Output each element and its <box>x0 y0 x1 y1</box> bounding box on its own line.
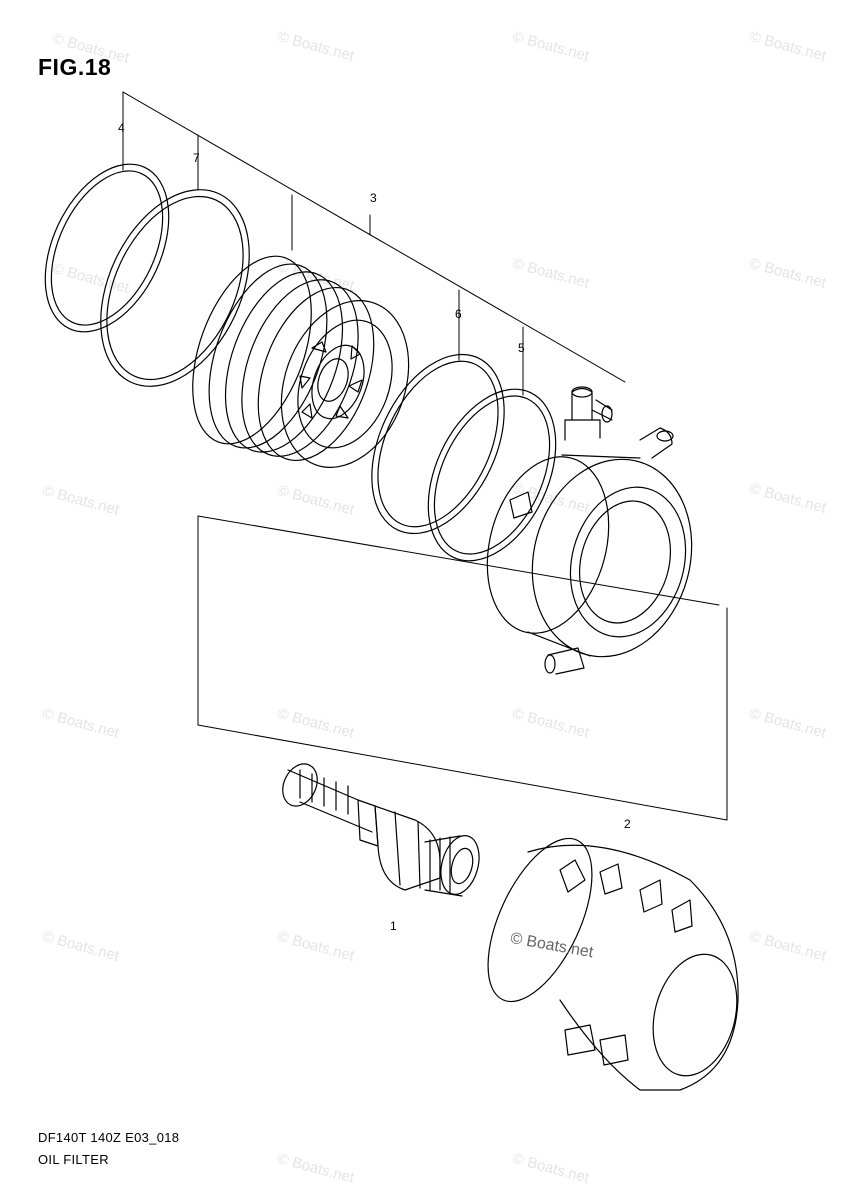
o-ring-4 <box>20 145 193 352</box>
callout-4: 4 <box>118 121 125 135</box>
callout-5: 5 <box>518 341 525 355</box>
callout-3: 3 <box>370 191 377 205</box>
oil-cooler-housing <box>469 387 714 675</box>
figure-code: DF140T 140Z E03_018 <box>38 1130 180 1145</box>
o-ring-6 <box>345 333 530 554</box>
union-bolt <box>276 758 485 898</box>
leader-line-top <box>123 92 625 382</box>
leader-lines <box>123 92 727 820</box>
callout-1: 1 <box>390 919 397 933</box>
leader-line-bottom <box>198 725 727 820</box>
oil-cooler-core <box>170 240 431 485</box>
o-ring-7 <box>71 166 279 410</box>
callout-7: 7 <box>193 151 200 165</box>
callout-6: 6 <box>455 307 462 321</box>
figure-caption: OIL FILTER <box>38 1152 109 1167</box>
o-ring-5 <box>403 369 581 581</box>
figure-title: FIG.18 <box>38 54 112 80</box>
leader-line-housing <box>198 516 719 605</box>
oil-filter <box>467 823 750 1090</box>
callout-2: 2 <box>624 817 631 831</box>
